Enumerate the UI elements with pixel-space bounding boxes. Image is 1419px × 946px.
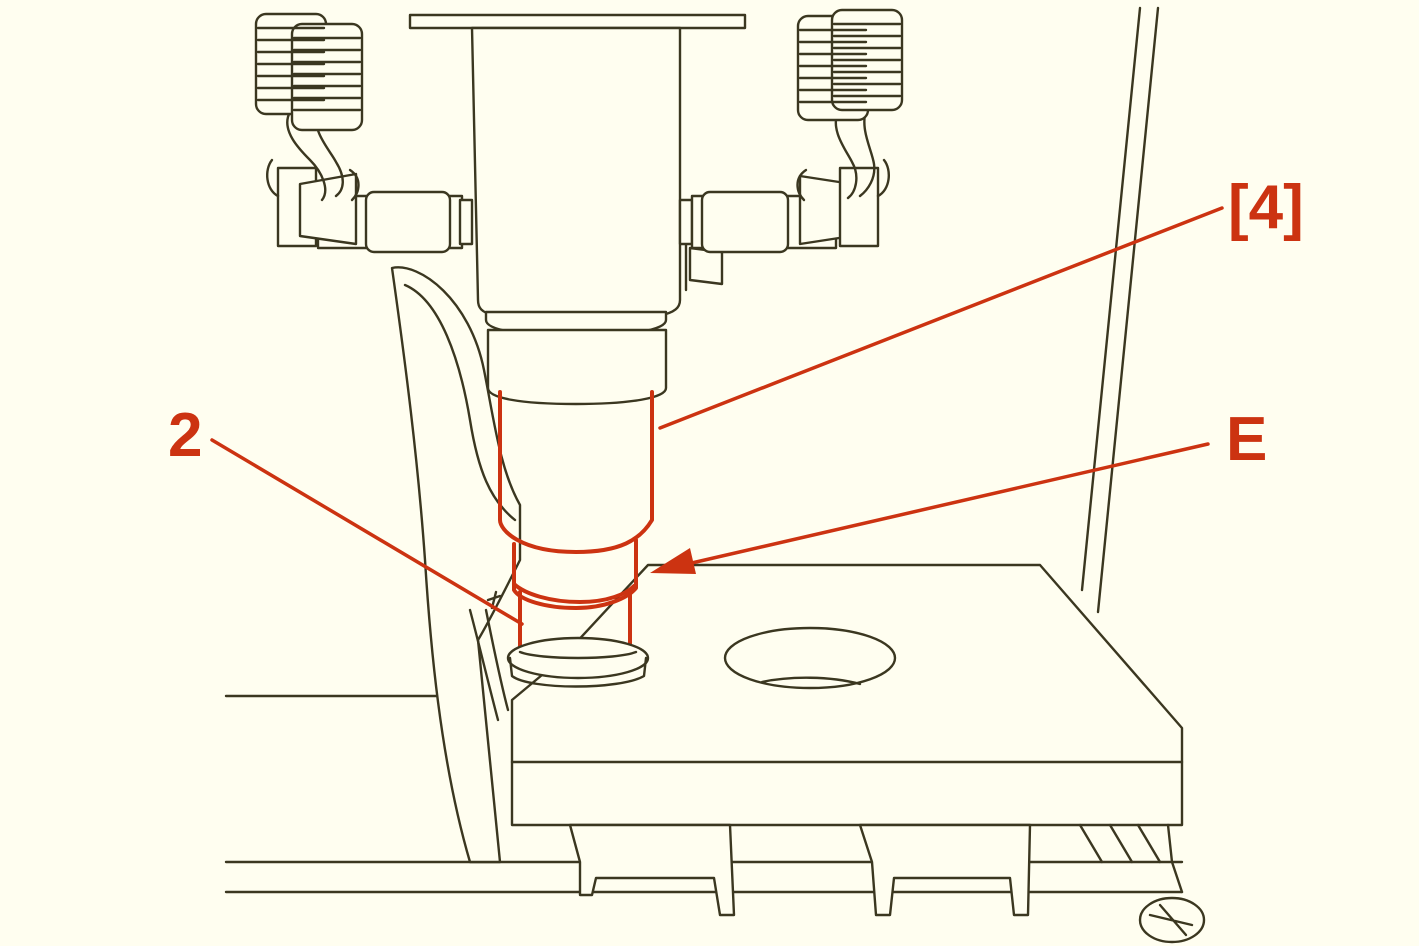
left-springs: [254, 12, 364, 202]
callout-2: 2: [168, 401, 202, 470]
leader-e-arrowhead: [650, 548, 696, 574]
cylinder-unit: [408, 13, 747, 406]
leader-2: [210, 438, 524, 626]
right-springs: [796, 8, 904, 200]
callout-e: E: [1226, 405, 1267, 474]
shaft-flange: [506, 636, 650, 688]
highlighted-shaft: [498, 390, 654, 652]
right-arm: [678, 8, 904, 254]
left-arm: [254, 12, 474, 254]
leader-lines: [210, 206, 1224, 626]
leader-4: [658, 206, 1224, 430]
callout-4: [4]: [1228, 173, 1304, 242]
base-plate: [510, 563, 1206, 944]
leader-e: [668, 442, 1210, 570]
